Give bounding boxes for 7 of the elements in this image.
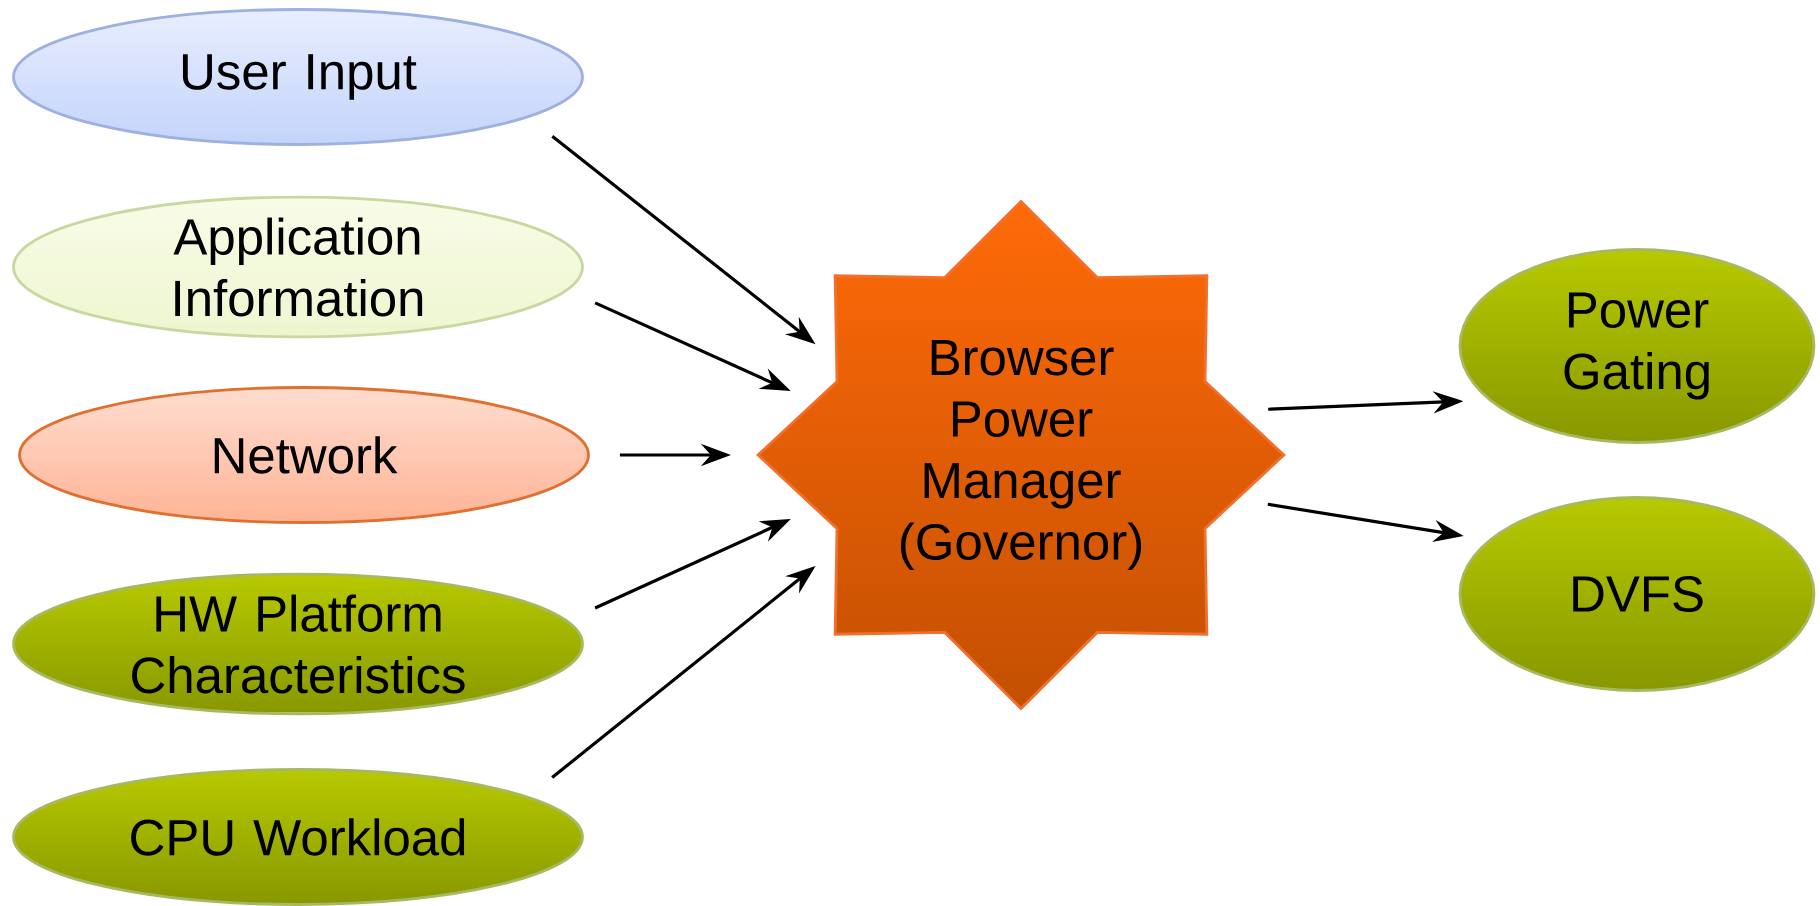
- ellipse-node: Network: [18, 386, 590, 524]
- ellipse-node: Application Information: [12, 195, 584, 339]
- ellipse-node: CPU Workload: [12, 768, 584, 906]
- ellipse-node: User Input: [12, 8, 584, 146]
- ellipse-node: HW Platform Characteristics: [12, 572, 584, 716]
- ellipse-node: DVFS: [1458, 496, 1816, 692]
- ellipse-node: Power Gating: [1458, 248, 1816, 444]
